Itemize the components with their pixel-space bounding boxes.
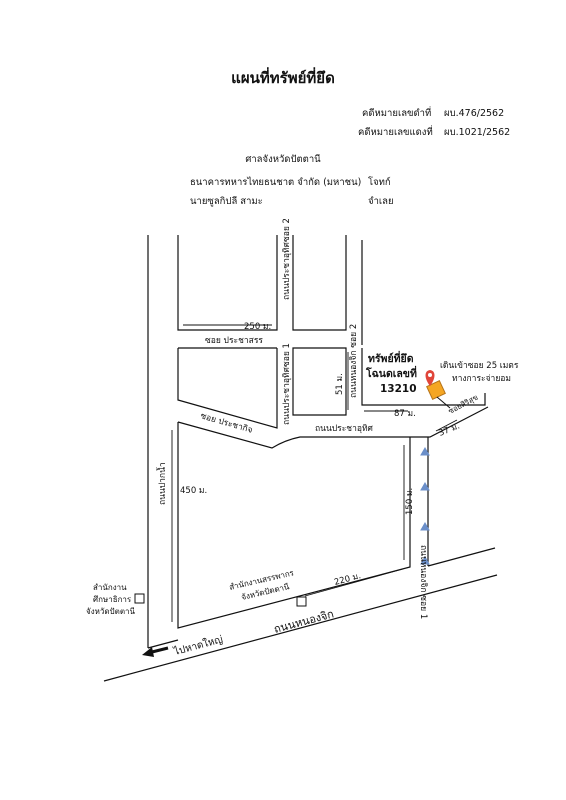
page-title: แผนที่ทรัพย์ที่ยึด <box>231 69 335 87</box>
court-name: ศาลจังหวัดปัตตานี <box>245 154 321 165</box>
distance-150: 150 ม. <box>405 488 415 515</box>
block-top-right <box>292 235 347 331</box>
direction-label-hat-yai: ไปหาดใหญ่ <box>172 633 224 658</box>
distance-450: 450 ม. <box>180 486 207 496</box>
property-marker <box>425 370 451 409</box>
dimension-lines <box>171 324 458 622</box>
distance-37: 37 ม. <box>437 421 461 438</box>
distance-250: 250 ม. <box>244 322 271 332</box>
red-case-label: คดีหมายเลขแดงที่ <box>358 127 433 138</box>
defendant-name: นายซูลกิปลี สามะ <box>190 196 263 207</box>
soi-1-block-left <box>177 348 278 429</box>
revenue-office-icon <box>296 596 307 607</box>
access-note-line2: ทางการะจ่ายอม <box>452 374 511 384</box>
distance-51: 51 ม. <box>335 373 345 395</box>
road-label-nong-chik: ถนนหนองจิก <box>272 607 335 635</box>
dim-37 <box>435 419 458 432</box>
road-label-nong-chik-soi-1: ถนนหนองจิก ซอย 1 <box>418 545 428 619</box>
black-case-value: ผบ.476/2562 <box>444 108 505 119</box>
property-label-line3: 13210 <box>380 383 417 395</box>
road-label-pracha-uthit-soi-1: ถนนประชาอุทิศซอย 1 <box>282 343 292 425</box>
arrow-up-icon <box>420 481 430 491</box>
road-label-pracha-uthit-rd: ถนนประชาอุทิศ <box>315 424 374 434</box>
arrow-up-icon <box>420 521 430 531</box>
education-office-line2: ศึกษาธิการ <box>93 595 132 604</box>
education-office-line3: จังหวัดปัตตานี <box>86 607 136 616</box>
direction-arrows <box>420 446 430 565</box>
dim-220 <box>304 568 404 597</box>
soi-1-block-right <box>292 347 347 416</box>
location-pin-icon <box>425 370 435 386</box>
block-property-left <box>361 348 486 406</box>
red-case-number: คดีหมายเลขแดงที่ ผบ.1021/2562 <box>358 125 510 140</box>
access-note-line1: เดินเข้าซอย 25 เมตร <box>440 360 519 371</box>
road-label-soi-pracha-san: ซอย ประชาสรร <box>205 336 263 346</box>
distance-87: 87 ม. <box>394 409 416 419</box>
road-label-pak-nam: ถนนปากน้ำ <box>156 462 168 505</box>
defendant-role: จำเลย <box>368 196 394 207</box>
plaintiff-role: โจทก์ <box>368 177 391 188</box>
road-label-soi-pracha-kit: ซอย ประชากิจ <box>199 411 253 435</box>
nong-chik-road-lower <box>103 574 498 682</box>
red-case-value: ผบ.1021/2562 <box>444 127 511 138</box>
black-case-number: คดีหมายเลขดำที่ ผบ.476/2562 <box>362 106 504 121</box>
property-square <box>426 380 446 400</box>
access-path <box>436 396 451 409</box>
lower-block <box>177 422 411 629</box>
soi-pracha-kit-bottom <box>177 406 489 449</box>
road-label-nong-chik-soi-2: ถนนหนองจิก ซอย 2 <box>349 324 359 398</box>
road-label-pracha-uthit-soi-2: ถนนประชาอุทิศซอย 2 <box>282 218 292 300</box>
arrow-up-icon <box>420 555 430 565</box>
road-lines <box>103 235 498 682</box>
plaintiff-name: ธนาคารทหารไทยธนชาต จำกัด (มหาชน) <box>190 177 362 188</box>
education-office-line1: สำนักงาน <box>93 583 127 592</box>
nong-chik-road-upper <box>427 547 496 567</box>
education-office-icon <box>134 593 145 604</box>
property-label-line2: โฉนดเลขที่ <box>365 365 417 380</box>
road-label-soi-sirisuk: ซอยสิริสุข <box>447 393 480 416</box>
pak-nam-road-edge <box>177 235 278 331</box>
distance-220: 220 ม. <box>333 571 362 588</box>
property-label-line1: ทรัพย์ที่ยึด <box>368 350 414 365</box>
nong-chik-road-top <box>147 639 179 649</box>
arrow-up-icon <box>420 446 430 456</box>
black-case-label: คดีหมายเลขดำที่ <box>362 108 432 119</box>
